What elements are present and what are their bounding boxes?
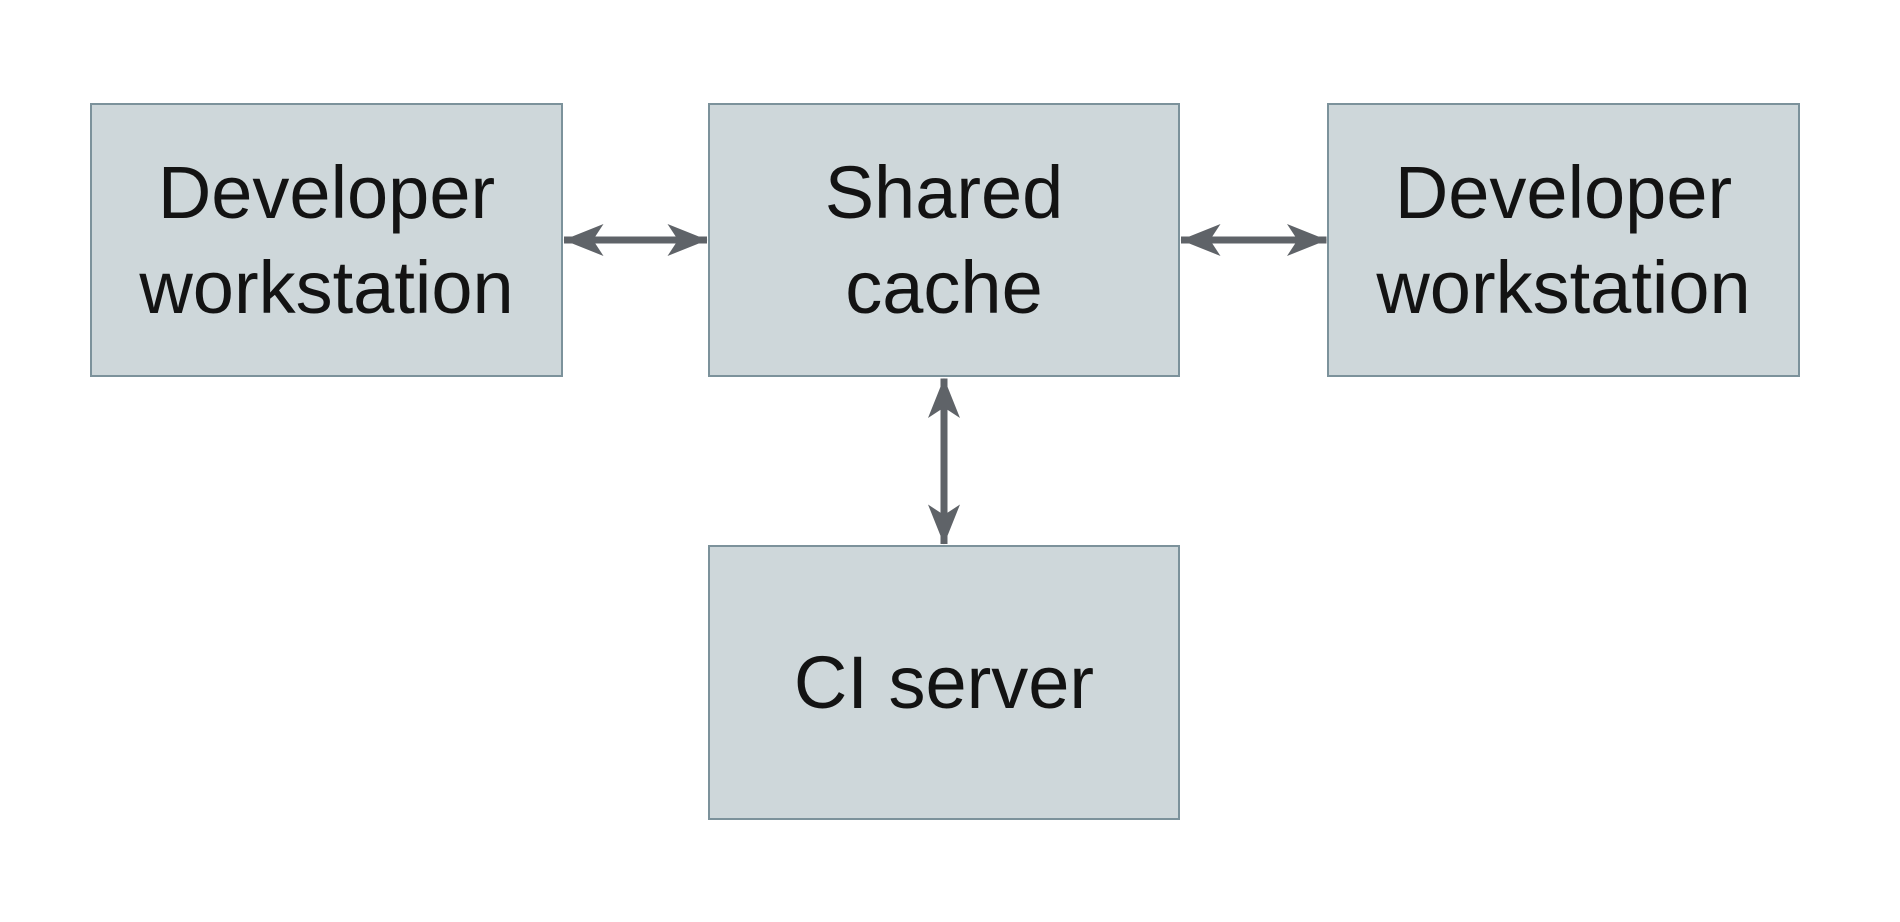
node-label-line: workstation	[139, 246, 514, 329]
node-label: Shared cache	[825, 145, 1064, 335]
node-label: CI server	[794, 635, 1094, 730]
node-label-line: Developer	[1394, 151, 1733, 234]
node-label-line: Shared	[824, 151, 1064, 234]
node-label-line: Developer	[157, 151, 496, 234]
node-shared-cache: Shared cache	[708, 103, 1180, 377]
node-label-line: workstation	[1376, 246, 1751, 329]
node-developer-workstation-left: Developer workstation	[90, 103, 563, 377]
node-label-line: CI server	[793, 641, 1095, 724]
node-label: Developer workstation	[139, 145, 513, 335]
node-label: Developer workstation	[1376, 145, 1750, 335]
node-ci-server: CI server	[708, 545, 1180, 820]
node-developer-workstation-right: Developer workstation	[1327, 103, 1800, 377]
node-label-line: cache	[845, 246, 1043, 329]
